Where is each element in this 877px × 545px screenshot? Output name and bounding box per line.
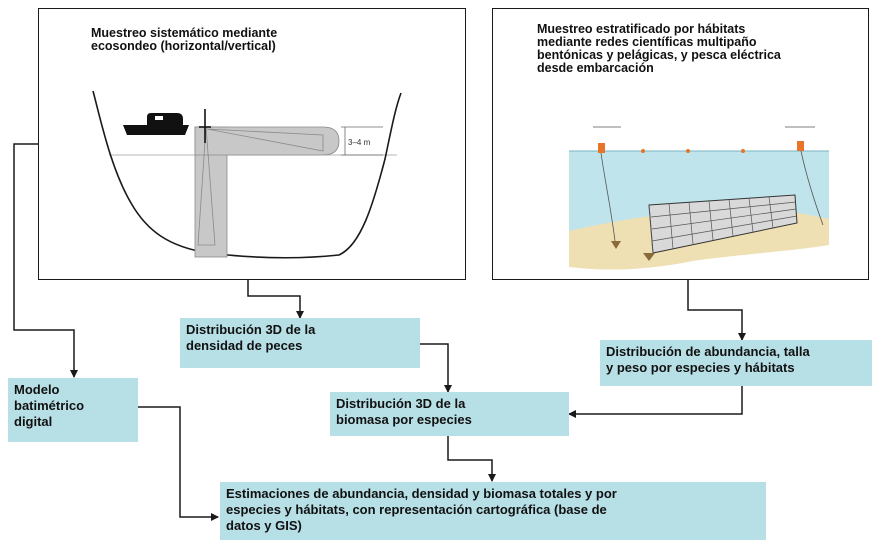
net-mesh: [648, 196, 798, 254]
buoy-left: [598, 143, 605, 153]
depth-label: 3–4 m: [348, 138, 371, 147]
anchor-middle: [643, 253, 655, 261]
estimates-box: Estimaciones de abundancia, densidad y b…: [220, 482, 766, 540]
vertical-cone: [197, 126, 216, 246]
arrow-bathymetric-to-estimates: [138, 406, 219, 521]
fish-density-box: Distribución 3D de la densidad de peces: [180, 318, 420, 368]
float: [741, 149, 745, 153]
lake-basin-profile: [92, 90, 402, 259]
anchor-line-right: [800, 150, 824, 226]
arrow-echo-to-fish-density: [247, 280, 304, 319]
arrow-echo-to-bathymetric: [13, 143, 78, 378]
biomass-box: Distribución 3D de la biomasa por especi…: [330, 392, 569, 436]
echosounding-illustration: 3–4 m: [92, 90, 402, 259]
arrow-abundance-to-biomass: [568, 386, 743, 418]
echosounding-title: Muestreo sistemático mediante ecosondeo …: [91, 26, 278, 53]
arrow-fish-density-to-biomass: [420, 343, 452, 393]
anchor-left: [611, 241, 621, 249]
net-sampling-illustration: [569, 126, 829, 270]
arrow-nets-to-abundance: [687, 280, 746, 341]
anchor-line-left: [600, 152, 616, 242]
float: [641, 149, 645, 153]
net-sampling-title: Muestreo estratificado por hábitats medi…: [537, 22, 781, 75]
net-sampling-panel: Muestreo estratificado por hábitats medi…: [492, 8, 869, 280]
buoy-right: [797, 141, 804, 151]
boat-window: [155, 116, 163, 120]
arrow-biomass-to-estimates: [447, 436, 496, 482]
abundance-box: Distribución de abundancia, talla y peso…: [600, 340, 872, 386]
bathymetric-model-box: Modelo batimétrico digital: [8, 378, 138, 442]
boat-hull: [123, 125, 189, 135]
float: [686, 149, 690, 153]
horizontal-cone: [206, 128, 324, 152]
echosounding-panel: Muestreo sistemático mediante ecosondeo …: [38, 8, 466, 280]
